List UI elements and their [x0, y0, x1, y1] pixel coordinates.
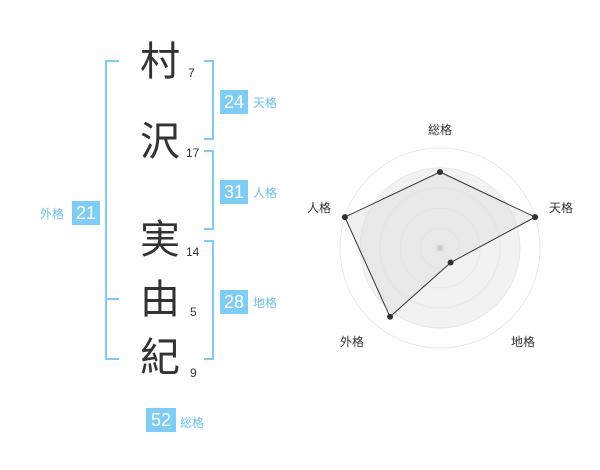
stroke-count-1: 7 [188, 66, 195, 80]
radar-center-dot [437, 245, 443, 251]
radar-label-gaikaku: 外格 [340, 335, 365, 349]
stroke-count-5: 9 [190, 366, 197, 380]
name-char-4: 由 [140, 277, 180, 323]
radar-ring-3 [379, 187, 501, 309]
name-char-1: 村 [140, 39, 180, 85]
chikaku-value: 28 [220, 290, 248, 314]
jinkaku-label: 人格 [253, 186, 278, 200]
radar-series-area [344, 171, 537, 318]
radar-ring-5 [339, 147, 541, 349]
stroke-count-2: 17 [186, 146, 200, 160]
gaikaku-value: 21 [72, 201, 100, 225]
radar-label-jinkaku: 人格 [307, 201, 332, 215]
chikaku-label: 地格 [253, 296, 278, 310]
radar-ring-2 [399, 207, 481, 289]
name-char-2: 沢 [140, 119, 180, 165]
gaikaku-label: 外格 [40, 207, 65, 221]
name-char-5: 紀 [140, 335, 180, 381]
radar-point-3 [447, 259, 454, 266]
radar-label-tenkaku: 天格 [549, 201, 574, 215]
jinkaku-value: 31 [220, 180, 248, 204]
radar-ring-4 [359, 167, 521, 329]
radar-ring-1 [419, 227, 461, 269]
radar-point-1 [437, 169, 443, 175]
stroke-count-4: 5 [190, 305, 197, 319]
radar-point-5 [341, 214, 348, 221]
radar-label-soukaku: 総格 [428, 123, 453, 137]
radar-label-chikaku: 地格 [511, 335, 536, 349]
soukaku-label: 総格 [180, 416, 205, 430]
tenkaku-label: 天格 [253, 96, 278, 110]
soukaku-value: 52 [146, 408, 176, 432]
tenkaku-value: 24 [220, 90, 248, 114]
stroke-count-3: 14 [186, 245, 200, 259]
name-char-3: 実 [140, 217, 180, 263]
radar-point-4 [387, 313, 394, 320]
radar-point-2 [532, 214, 539, 221]
